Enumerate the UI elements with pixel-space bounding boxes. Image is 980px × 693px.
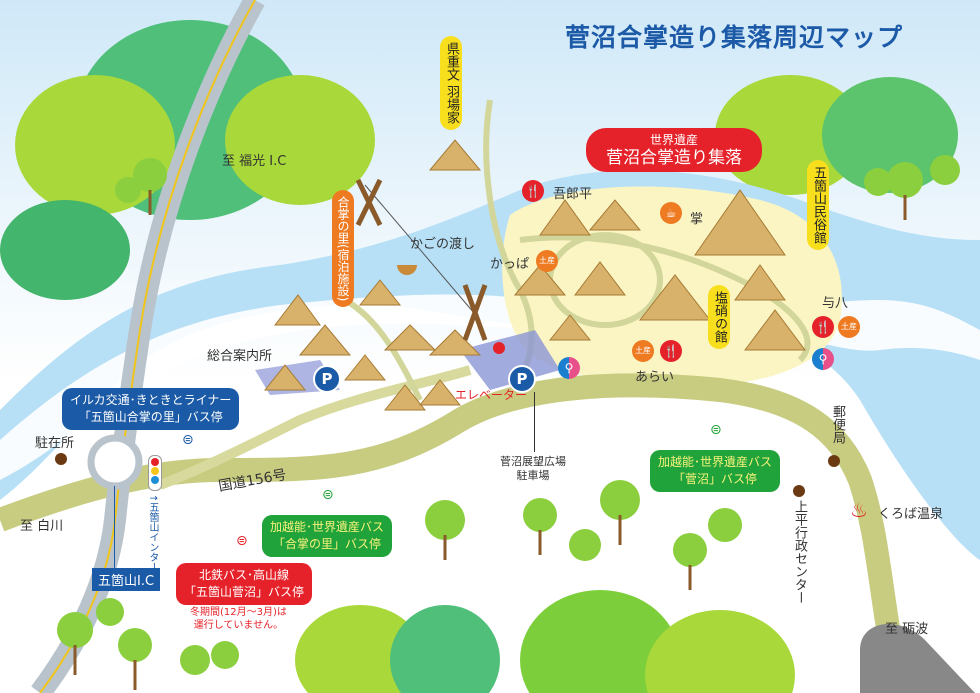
parking-icon[interactable]: P	[313, 365, 341, 393]
ensho-no-kan-label[interactable]: 塩硝の館	[708, 285, 730, 349]
bus-stop-suganuma[interactable]: 加越能･世界遺産バス 「菅沼」バス停	[650, 450, 781, 492]
arai-label: あらい	[635, 370, 675, 385]
restaurant-icon: 🍴	[812, 316, 834, 338]
bus-stop-icon: ⊜	[182, 432, 194, 448]
to-fukumitsu-label: 至 福光 I.C	[222, 154, 287, 169]
police-box-marker	[55, 453, 67, 465]
post-office-label: 郵便局	[830, 405, 845, 444]
kuroba-onsen-label[interactable]: くろば温泉	[878, 507, 944, 522]
souvenir-icon: 土産	[536, 250, 558, 272]
hanebake-label[interactable]: 県重文 羽場家	[440, 36, 462, 131]
goroubei-label: 吾郎平	[553, 187, 593, 202]
gyosei-center-label: 上平行政センター	[792, 500, 807, 604]
souvenir-icon: 土産	[632, 340, 654, 362]
gyosei-center-marker	[793, 485, 805, 497]
bus-stop-icon: ⊜	[710, 422, 722, 438]
yohachi-label: 与八	[822, 296, 849, 311]
to-tonami-label: 至 砺波	[885, 622, 929, 637]
bus-stop-icon: ⊜	[322, 487, 334, 503]
heritage-line1: 世界遺産	[649, 133, 698, 147]
elevator-marker-icon	[493, 342, 505, 354]
parking-icon[interactable]: P	[508, 365, 536, 393]
winter-service-note: 冬期間(12月〜3月)は 運行していません。	[190, 607, 287, 631]
souvenir-icon: 土産	[838, 316, 860, 338]
minzoku-kan-label[interactable]: 五箇山民俗館	[807, 160, 829, 250]
observation-parking-label: 菅沼展望広場 駐車場	[500, 455, 566, 482]
information-center-label: 総合案内所	[207, 349, 273, 364]
bus-stop-gassho-no-sato[interactable]: 加越能･世界遺産バス 「合掌の里」バス停	[262, 515, 393, 557]
cafe-icon: ☕	[660, 202, 682, 224]
world-heritage-label[interactable]: 世界遺産 菅沼合掌造り集落	[586, 128, 762, 172]
map-title: 菅沼合掌造り集落周辺マップ	[565, 23, 904, 52]
post-office-marker	[828, 455, 840, 467]
restroom-icon: ⚲	[558, 357, 580, 379]
bus-stop-icon: ⊜	[236, 533, 248, 549]
bus-stop-iruka-kotsu[interactable]: イルカ交通･きときとライナー 「五箇山合掌の里」バス停	[62, 388, 240, 430]
gassho-no-sato-label[interactable]: 合掌の里(宿泊施設)	[332, 190, 354, 308]
restaurant-icon: 🍴	[660, 340, 682, 362]
restaurant-icon: 🍴	[522, 180, 544, 202]
ic-leader-line	[114, 486, 115, 568]
police-box-label: 駐在所	[35, 436, 75, 451]
kappa-label: かっぱ	[490, 257, 530, 272]
gokayama-interchange-arrow-label: ↑五箇山インター	[147, 494, 158, 573]
sho-label: 掌	[690, 212, 704, 227]
restroom-icon: ⚲	[812, 348, 834, 370]
gokayama-ic-label[interactable]: 五箇山I.C	[92, 568, 161, 591]
to-shirakawa-label: 至 白川	[20, 519, 64, 534]
elevator-label: エレベーター	[455, 388, 528, 402]
parking-leader-line	[534, 392, 535, 452]
bus-stop-hokutetsu[interactable]: 北鉄バス･高山線 「五箇山菅沼」バス停	[176, 563, 313, 605]
heritage-line2: 菅沼合掌造り集落	[606, 148, 742, 168]
traffic-light-icon	[148, 455, 162, 491]
kago-no-watashi-label: かごの渡し	[410, 237, 476, 252]
onsen-icon: ♨	[850, 498, 868, 522]
